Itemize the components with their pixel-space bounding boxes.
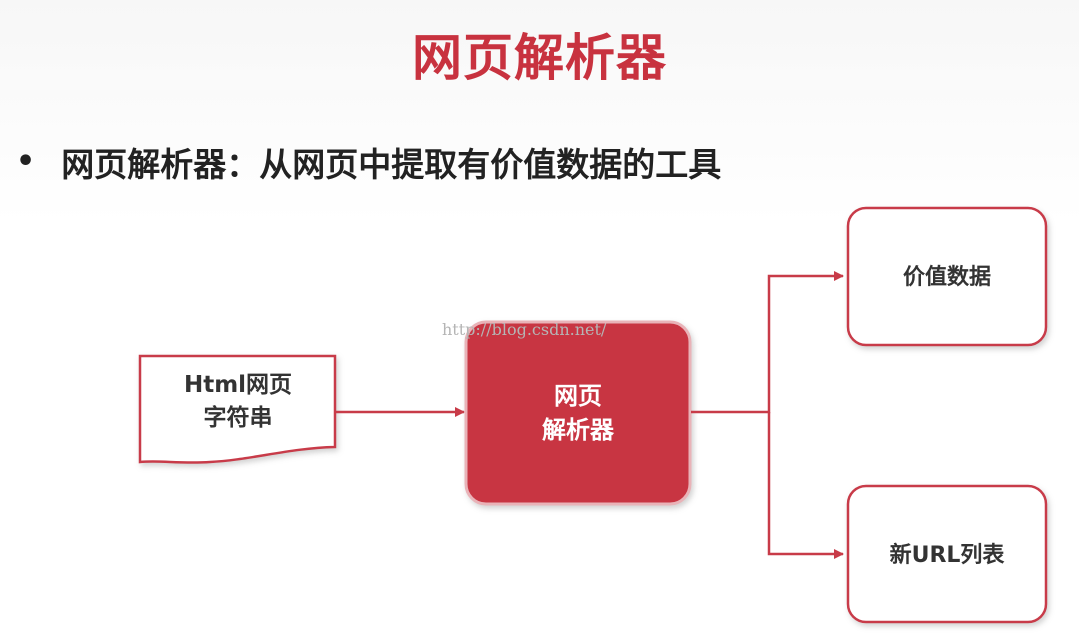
arrow-parser-to-url-list: [767, 412, 844, 559]
bullet-text: 网页解析器：从网页中提取有价值数据的工具: [61, 145, 722, 184]
parser-label-line1: 网页: [554, 382, 602, 410]
slide-title: 网页解析器: [412, 29, 667, 87]
value-data-node: 价值数据: [846, 206, 1048, 347]
input-label-line2: 字符串: [204, 404, 273, 431]
value-data-label: 价值数据: [903, 264, 991, 290]
input-label-line1: Html网页: [184, 372, 292, 398]
url-list-label: 新URL列表: [890, 542, 1006, 568]
parser-node: 网页 解析器: [464, 320, 692, 506]
bullet-dot-icon: •: [16, 144, 36, 179]
parser-label-line2: 解析器: [542, 416, 615, 444]
bullet-point: • 网页解析器：从网页中提取有价值数据的工具: [16, 138, 721, 186]
arrow-parser-to-value-data: [691, 271, 844, 414]
input-document-node: Html网页 字符串: [138, 354, 337, 464]
url-list-node: 新URL列表: [846, 484, 1048, 624]
watermark-text: http://blog.csdn.net/: [442, 320, 607, 339]
